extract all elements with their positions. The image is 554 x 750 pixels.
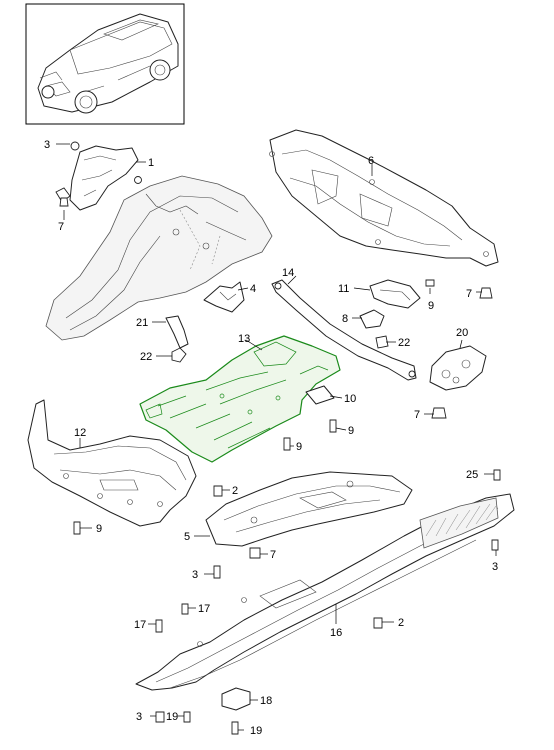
callout-10: 10 <box>344 393 356 405</box>
callout-labels: 3 1 7 6 14 4 11 9 7 8 22 21 22 13 20 7 1… <box>44 139 498 737</box>
callout-6: 6 <box>368 155 374 167</box>
callout-7: 7 <box>466 288 472 300</box>
part-20-bracket <box>429 345 487 391</box>
callout-17: 17 <box>134 619 146 631</box>
callout-19: 19 <box>250 725 262 737</box>
car-illustration <box>37 13 179 114</box>
part-21-bracket <box>165 315 189 363</box>
callout-1: 1 <box>148 157 154 169</box>
part-5-middle-panel <box>205 471 413 547</box>
callout-22: 22 <box>398 337 410 349</box>
callout-16: 16 <box>330 627 342 639</box>
part-4-bracket <box>203 281 245 313</box>
callout-20: 20 <box>456 327 468 339</box>
callout-8: 8 <box>342 313 348 325</box>
part-11-bracket <box>369 279 435 309</box>
part-8-clip <box>359 309 389 349</box>
callout-7: 7 <box>270 549 276 561</box>
part-14-strut <box>271 279 417 381</box>
part-6-rear-shield <box>269 129 499 267</box>
callout-13: 13 <box>238 333 250 345</box>
callout-14: 14 <box>282 267 294 279</box>
callout-9: 9 <box>296 441 302 453</box>
hatched-insulation-area <box>419 497 499 549</box>
part-18-clip <box>221 687 251 711</box>
callout-25: 25 <box>466 469 478 481</box>
callout-3: 3 <box>44 139 50 151</box>
callout-4: 4 <box>250 283 256 295</box>
callout-9: 9 <box>348 425 354 437</box>
callout-21: 21 <box>136 317 148 329</box>
callout-22: 22 <box>140 351 152 363</box>
fasteners <box>59 197 501 735</box>
callout-12: 12 <box>74 427 86 439</box>
callout-17: 17 <box>198 603 210 615</box>
callout-3: 3 <box>192 569 198 581</box>
part-16-long-side-panel <box>135 493 515 691</box>
callout-2: 2 <box>398 617 404 629</box>
callout-2: 2 <box>232 485 238 497</box>
callout-9: 9 <box>428 300 434 312</box>
callout-7: 7 <box>414 409 420 421</box>
callout-5: 5 <box>184 531 190 543</box>
part-12-front-panel <box>27 399 197 527</box>
callout-3: 3 <box>136 711 142 723</box>
vehicle-thumbnail <box>25 3 185 125</box>
callout-18: 18 <box>260 695 272 707</box>
leader-lines <box>56 143 497 731</box>
callout-3: 3 <box>492 561 498 573</box>
vehicle-floor-outline <box>45 175 273 341</box>
callout-11: 11 <box>338 283 349 295</box>
callout-9: 9 <box>96 523 102 535</box>
part-13-centre-panel-highlighted <box>139 335 341 463</box>
part-10-plate <box>305 385 335 405</box>
callout-19: 19 <box>166 711 178 723</box>
callout-7: 7 <box>58 221 64 233</box>
